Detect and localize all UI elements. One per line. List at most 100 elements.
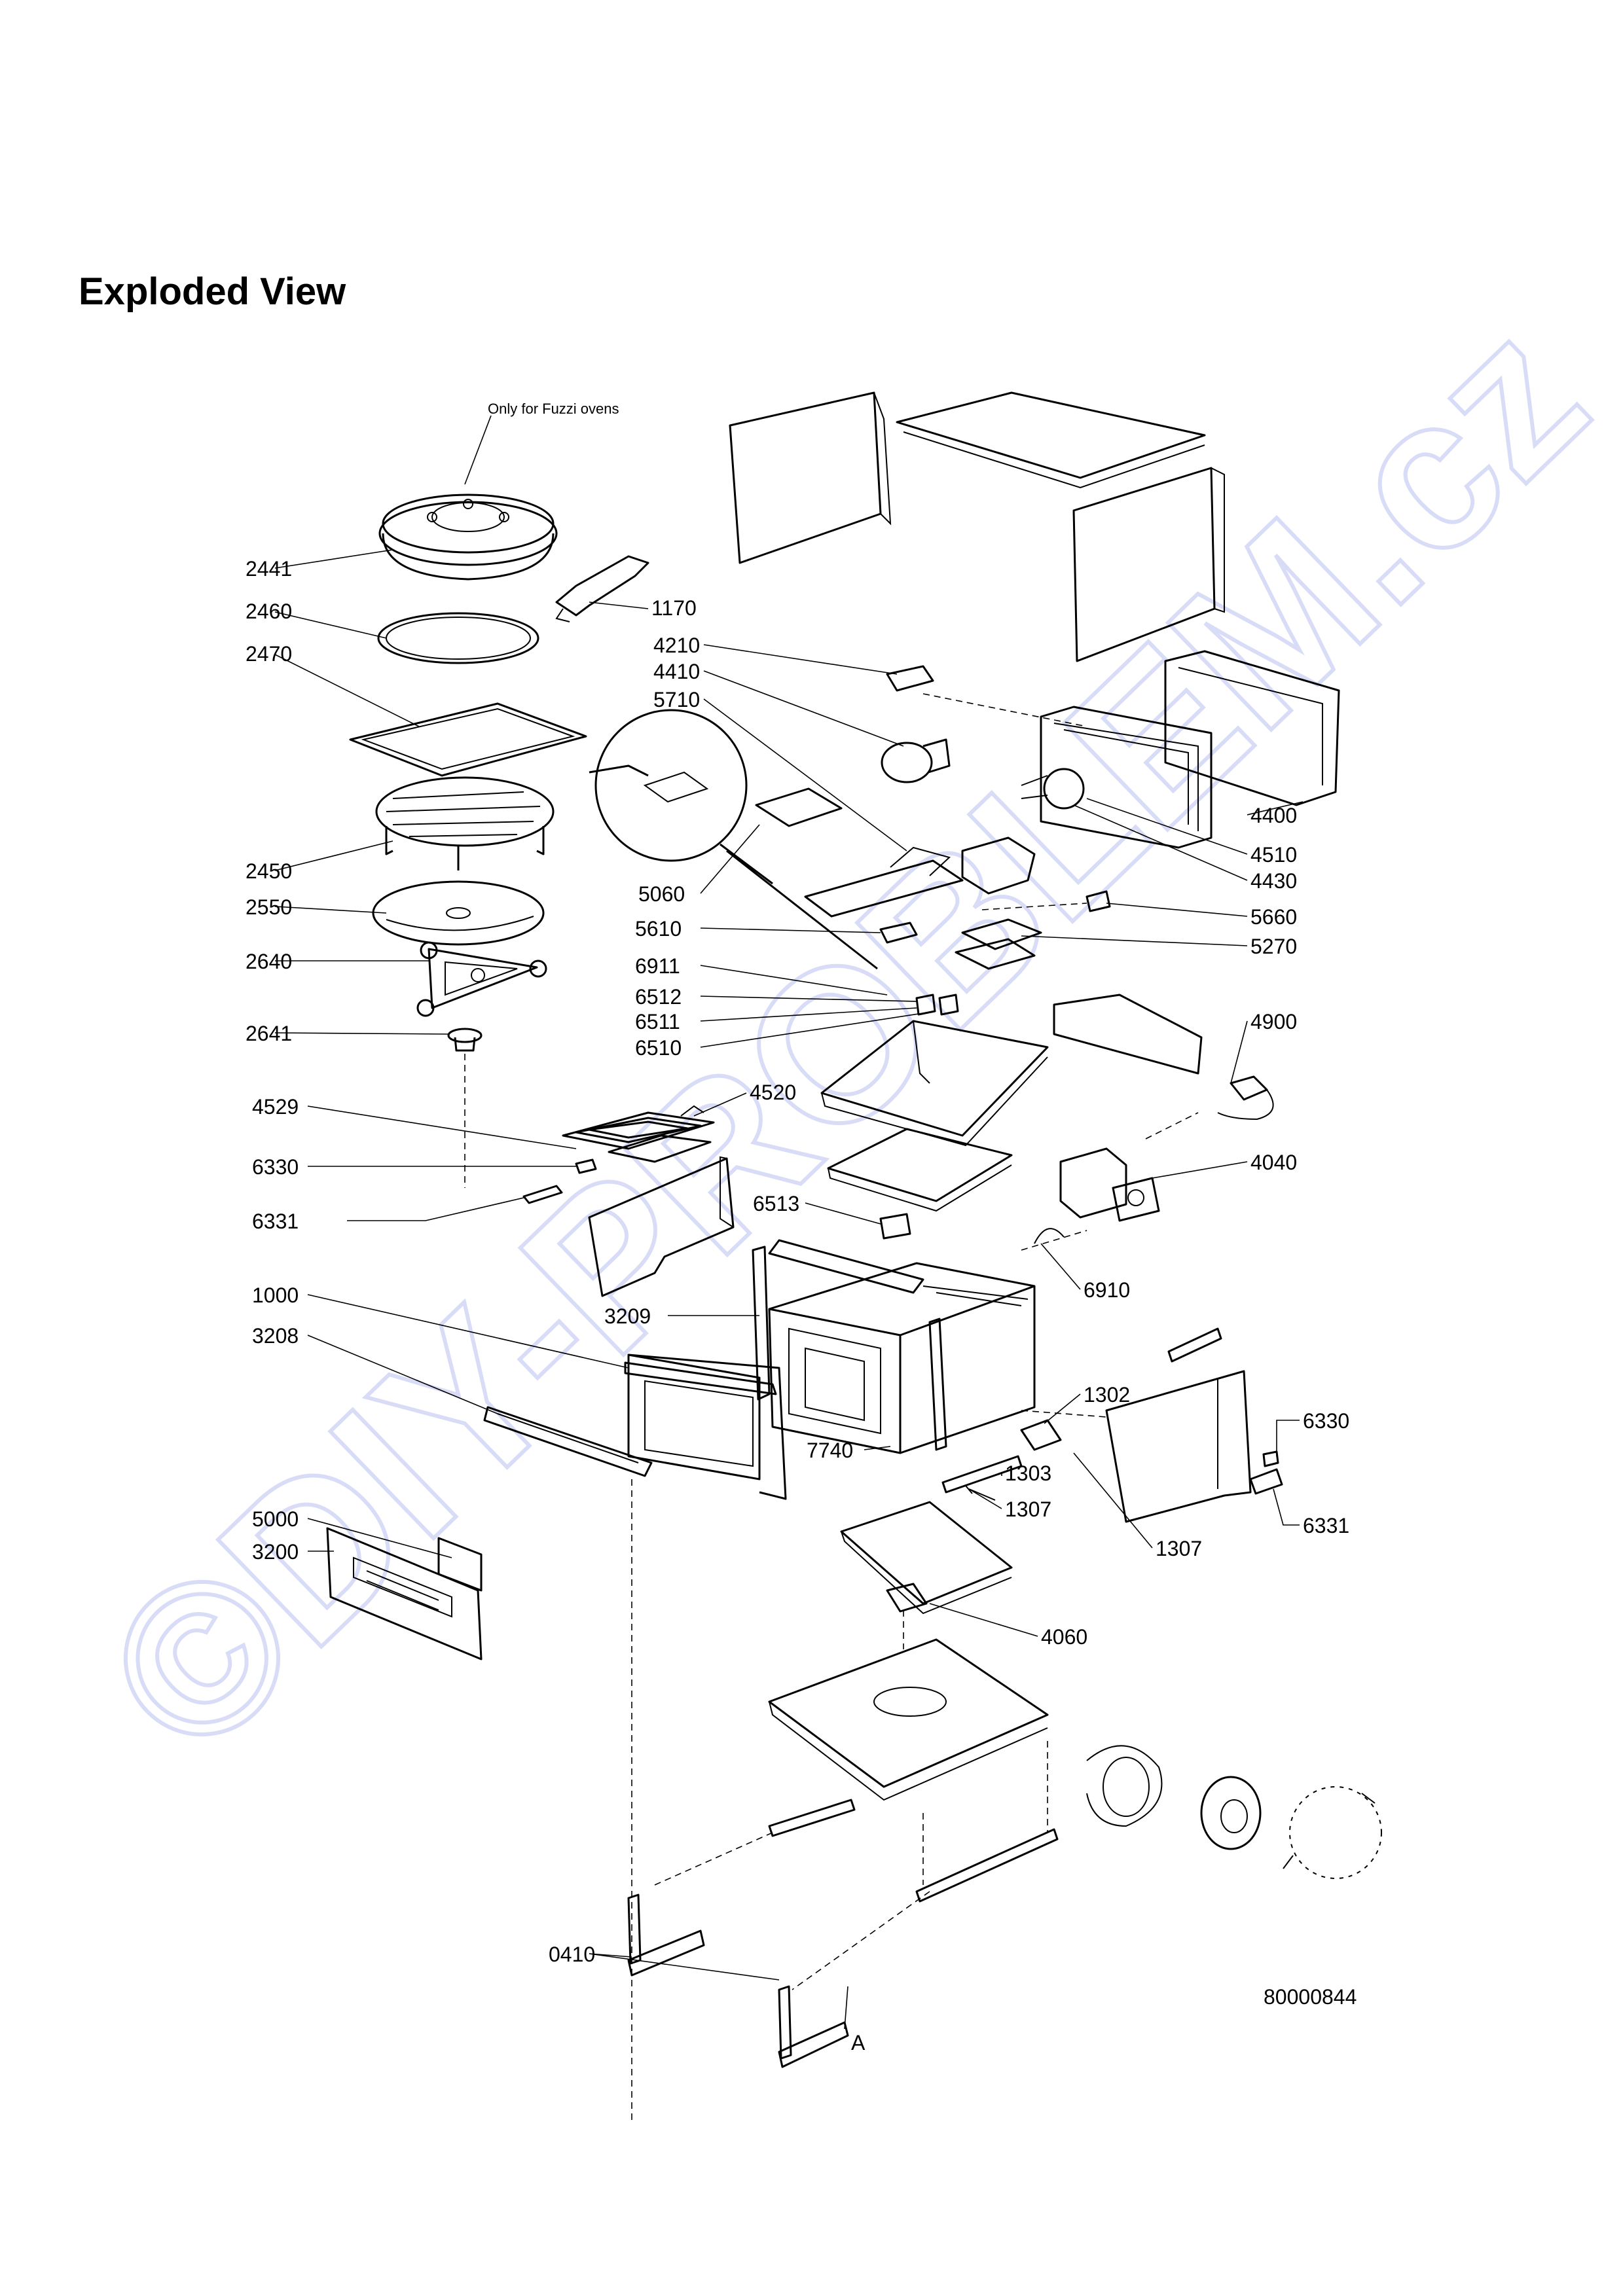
leader-bar-5710 — [720, 843, 878, 970]
part-6513-coupler — [879, 1213, 911, 1240]
part-cavity-top-plate — [820, 1020, 1049, 1147]
part-4400-waveguide-box — [1164, 650, 1340, 806]
part-cavity-side-rail-left — [752, 1246, 771, 1401]
part-2450-grill — [375, 776, 555, 870]
drawing-number: 80000844 — [1264, 1985, 1357, 2009]
label-4900: 4900 — [1250, 1010, 1297, 1033]
label-1170: 1170 — [651, 596, 697, 620]
part-2470-tray — [349, 702, 587, 777]
page-title: Exploded View — [79, 270, 346, 313]
part-4060-motor — [886, 1583, 928, 1613]
part-4410-fan-motor — [881, 738, 951, 783]
part-cavity-side-rail-right — [928, 1318, 947, 1451]
label-5000: 5000 — [252, 1507, 299, 1531]
part-5610-bracket — [804, 846, 964, 918]
part-0410-foot-right — [778, 1985, 849, 2068]
part-2640-roller-ring — [416, 941, 547, 1017]
part-3200-control-panel — [326, 1527, 483, 1660]
leader-lines — [274, 415, 1304, 2030]
part-2550-plate — [372, 880, 545, 946]
label-5270: 5270 — [1250, 935, 1297, 958]
label-4510: 4510 — [1250, 843, 1297, 867]
label-5710: 5710 — [653, 688, 700, 711]
label-2550: 2550 — [246, 895, 292, 919]
label-6911: 6911 — [635, 954, 680, 978]
part-blower-fan — [1283, 1786, 1382, 1879]
part-top-rail-right — [1053, 994, 1203, 1075]
part-4040-magnetron — [1059, 1147, 1160, 1222]
part-4520-grill-element — [562, 1105, 715, 1163]
label-3208: 3208 — [252, 1324, 299, 1348]
label-6330-left: 6330 — [252, 1155, 299, 1179]
part-2641-coupler — [447, 1028, 483, 1052]
watermark: ©DIY-PROBLEM.cz — [60, 274, 1623, 1800]
part-6331-clip-left — [522, 1185, 563, 1204]
part-6513-plate — [827, 1128, 1013, 1212]
part-base-rail-left — [768, 1799, 856, 1837]
label-4210: 4210 — [653, 634, 700, 657]
part-blower-housing — [1086, 1745, 1163, 1827]
label-6510: 6510 — [635, 1036, 682, 1060]
label-1302: 1302 — [1084, 1383, 1130, 1407]
part-1170-handle — [555, 555, 649, 622]
part-cavity-top-rail — [768, 1239, 924, 1294]
part-base-plate — [840, 1501, 1013, 1615]
label-6910: 6910 — [1084, 1278, 1130, 1302]
label-4410: 4410 — [653, 660, 700, 683]
label-4520: 4520 — [750, 1081, 796, 1104]
part-4900-power-cord — [1217, 1075, 1274, 1121]
label-6331-left: 6331 — [252, 1210, 299, 1233]
label-4040: 4040 — [1250, 1151, 1297, 1174]
label-1000: 1000 — [252, 1283, 299, 1307]
label-2640: 2640 — [246, 950, 292, 973]
label-0410: 0410 — [549, 1943, 595, 1966]
part-0410-foot-left — [627, 1893, 705, 1977]
label-6330-right: 6330 — [1303, 1409, 1349, 1433]
label-2470: 2470 — [246, 642, 292, 666]
part-4210-bracket — [886, 665, 934, 692]
part-2460-ring — [377, 612, 539, 664]
part-side-bracket-top — [1167, 1327, 1222, 1363]
part-6330-clip-right — [1262, 1450, 1279, 1467]
label-1303: 1303 — [1005, 1462, 1051, 1485]
label-2641: 2641 — [246, 1022, 292, 1045]
part-blower-motor — [1200, 1776, 1262, 1850]
part-4430-fan-blade — [1021, 768, 1085, 810]
part-4510-frame — [1040, 706, 1213, 849]
label-4400: 4400 — [1250, 804, 1297, 827]
part-6911-fuse — [879, 922, 918, 944]
label-1307-b: 1307 — [1156, 1537, 1202, 1560]
label-5060: 5060 — [638, 882, 685, 906]
label-5610: 5610 — [635, 917, 682, 941]
label-2450: 2450 — [246, 859, 292, 883]
part-1302-switch — [1020, 1419, 1062, 1451]
label-2441: 2441 — [246, 557, 292, 581]
part-3209-deflector — [588, 1156, 735, 1297]
part-7740-oven-cavity — [768, 1262, 1036, 1454]
part-6910-wire — [1034, 1228, 1065, 1244]
part-5000-board — [437, 1537, 483, 1592]
part-base-rail-right — [915, 1828, 1059, 1903]
part-5270-board — [955, 918, 1042, 970]
label-6513: 6513 — [753, 1192, 799, 1215]
part-3208-trim-strip — [483, 1406, 653, 1477]
label-6512: 6512 — [635, 985, 682, 1009]
label-5660: 5660 — [1250, 905, 1297, 929]
label-4430: 4430 — [1250, 869, 1297, 893]
label-3209: 3209 — [604, 1304, 651, 1328]
label-2460: 2460 — [246, 600, 292, 623]
part-5060-control-board — [755, 787, 843, 827]
part-5710-detail-circle — [589, 709, 748, 862]
note-fuzzi-ovens: Only for Fuzzi ovens — [488, 401, 619, 417]
part-bottom-frame — [768, 1638, 1049, 1801]
label-4529: 4529 — [252, 1095, 299, 1119]
assembly-lines-base — [654, 1741, 1048, 1990]
label-7740: 7740 — [807, 1439, 853, 1462]
reference-marker-a: A — [851, 2031, 866, 2054]
part-6331-clip-right — [1249, 1468, 1283, 1495]
label-1307-a: 1307 — [1005, 1498, 1051, 1521]
part-1307-screw-a — [965, 1485, 996, 1501]
part-6512-6511-6510-fixings — [915, 994, 959, 1016]
